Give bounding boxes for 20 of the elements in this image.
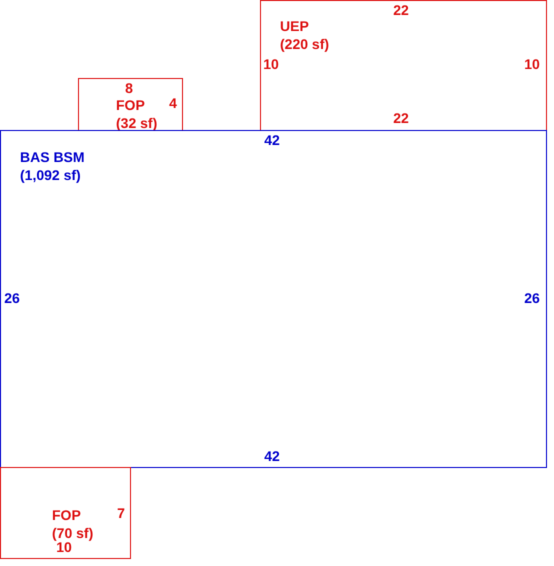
dimension-label: 7 [117,505,125,521]
dimension-label: 22 [393,110,409,126]
dimension-label: 42 [264,132,280,148]
area-outline [0,130,547,468]
dimension-label: 10 [263,56,279,72]
dimension-label: 4 [169,95,177,111]
area-label: UEP (220 sf) [280,17,330,53]
area-outline [0,467,131,559]
area-outline [260,0,547,131]
dimension-label: 10 [56,539,72,555]
area-outline [78,78,183,131]
dimension-label: 22 [393,2,409,18]
dimension-label: 26 [4,290,20,306]
area-label: FOP (32 sf) [116,96,158,132]
area-label: FOP (70 sf) [52,506,94,542]
area-label: BAS BSM (1,092 sf) [20,148,86,184]
dimension-label: 26 [524,290,540,306]
dimension-label: 42 [264,448,280,464]
dimension-label: 8 [125,80,133,96]
dimension-label: 10 [524,56,540,72]
